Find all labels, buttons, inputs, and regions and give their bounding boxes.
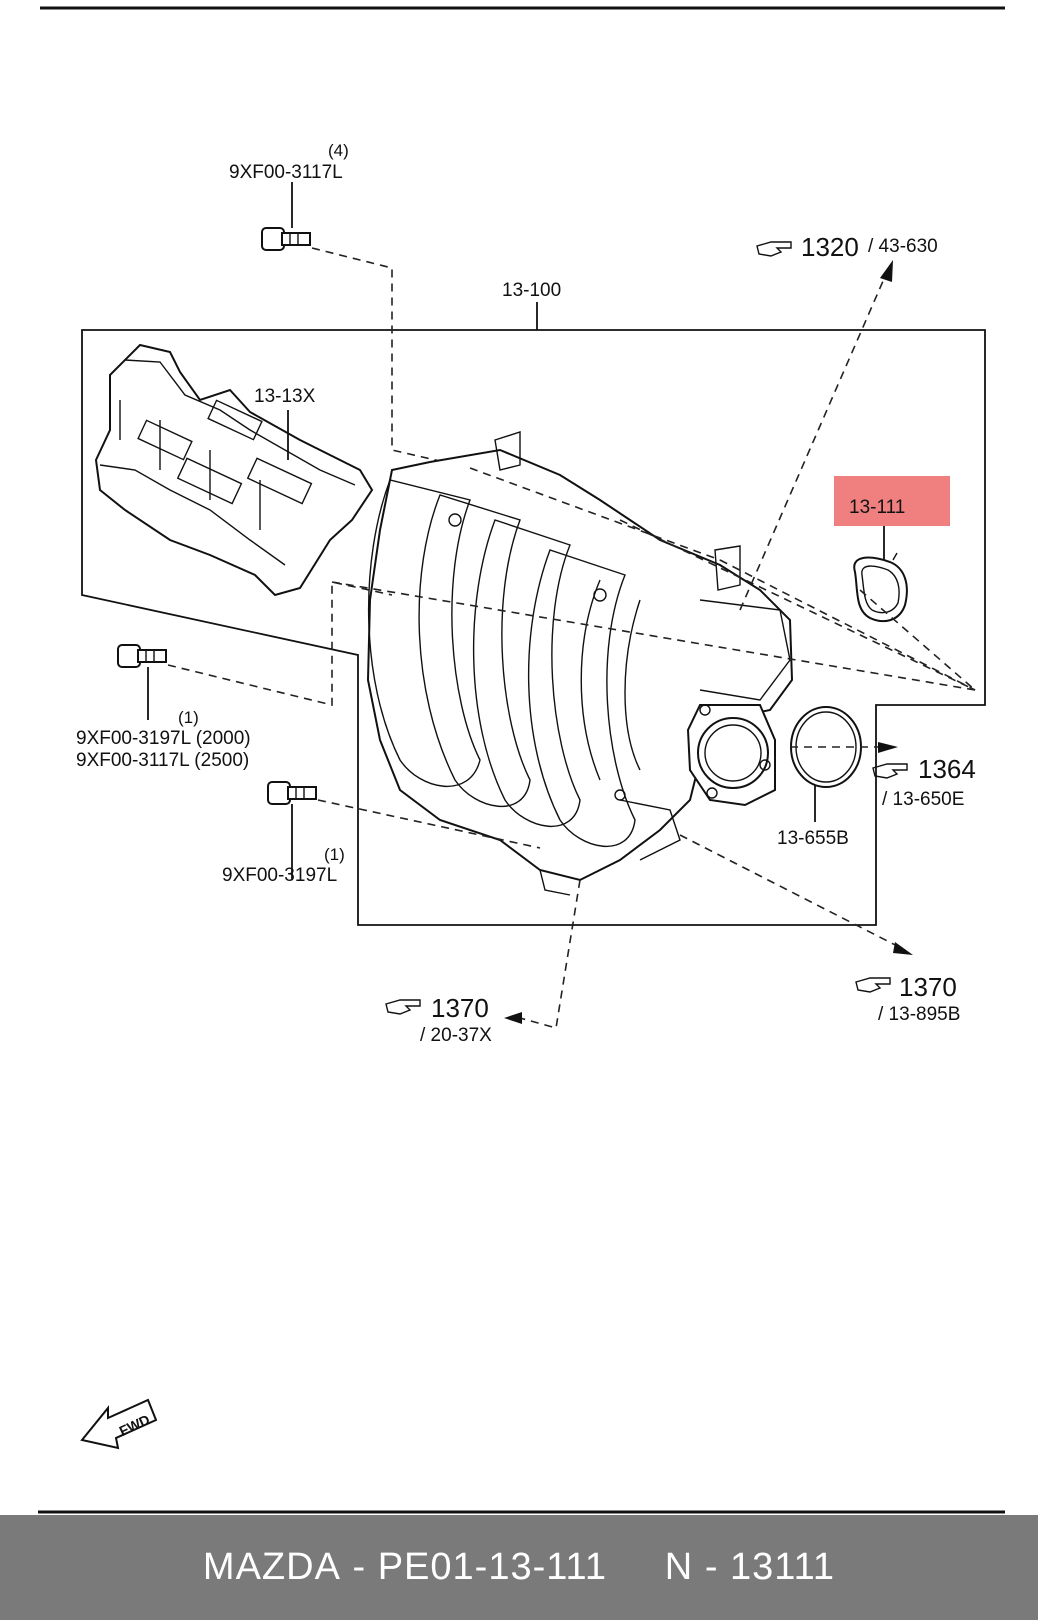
cover-part: [94, 343, 374, 597]
ref-1364-label: 1364: [918, 754, 976, 784]
bolt-lower-label: 9XF00-3197L: [222, 865, 337, 886]
bolt-left: [117, 644, 167, 668]
part-number: PE01-13-111: [377, 1546, 607, 1588]
ref-1370-right-label: 1370: [899, 972, 957, 1002]
gasket-13-111: [853, 552, 908, 623]
assembly-label: 13-100: [502, 280, 561, 301]
cover-label: 13-13X: [254, 386, 316, 407]
pointing-hand-icon: [872, 763, 908, 779]
pointing-hand-icon: [756, 241, 792, 257]
ref-1320-sub-label: / 43-630: [868, 236, 938, 257]
ref-1370-bottom-label: 1370: [431, 993, 489, 1023]
pointing-hand-icon: [385, 999, 421, 1015]
gasket-highlight-label: 13-111: [849, 497, 905, 518]
ref-1370-right-sub-label: / 13-895B: [878, 1004, 960, 1025]
gasket-highlight-box: [834, 476, 950, 526]
separator: -: [352, 1546, 367, 1588]
bolt-left-label-b: 9XF00-3117L (2500): [76, 750, 249, 771]
bolt-top: [261, 227, 311, 251]
part-number-text: MAZDA - PE01-13-111 N - 13111: [203, 1546, 835, 1589]
pointing-hand-icon: [855, 977, 891, 993]
throttle-body: [686, 704, 776, 807]
catalog-code: 13111: [730, 1546, 836, 1588]
throttle-gasket-label: 13-655B: [777, 828, 849, 849]
separator: -: [704, 1546, 719, 1588]
fwd-arrow-icon: [80, 1398, 158, 1450]
ref-1370-bottom-sub-label: / 20-37X: [420, 1025, 492, 1046]
catalog-prefix: N: [664, 1546, 694, 1588]
ref-1320-label: 1320: [801, 232, 859, 262]
qty-label-lower: (1): [324, 845, 345, 864]
bolt-left-label-a: 9XF00-3197L (2000): [76, 728, 251, 749]
qty-label-top: (4): [328, 141, 349, 160]
bolt-top-label: 9XF00-3117L: [229, 162, 343, 183]
intake-manifold: [366, 431, 794, 896]
part-number-banner: MAZDA - PE01-13-111 N - 13111: [0, 1515, 1038, 1620]
bolt-lower: [267, 781, 317, 805]
brand-name: MAZDA: [202, 1546, 341, 1588]
ref-1364-sub-label: / 13-650E: [882, 789, 964, 810]
assembly-outline: [81, 329, 986, 926]
qty-label-left: (1): [178, 708, 199, 727]
